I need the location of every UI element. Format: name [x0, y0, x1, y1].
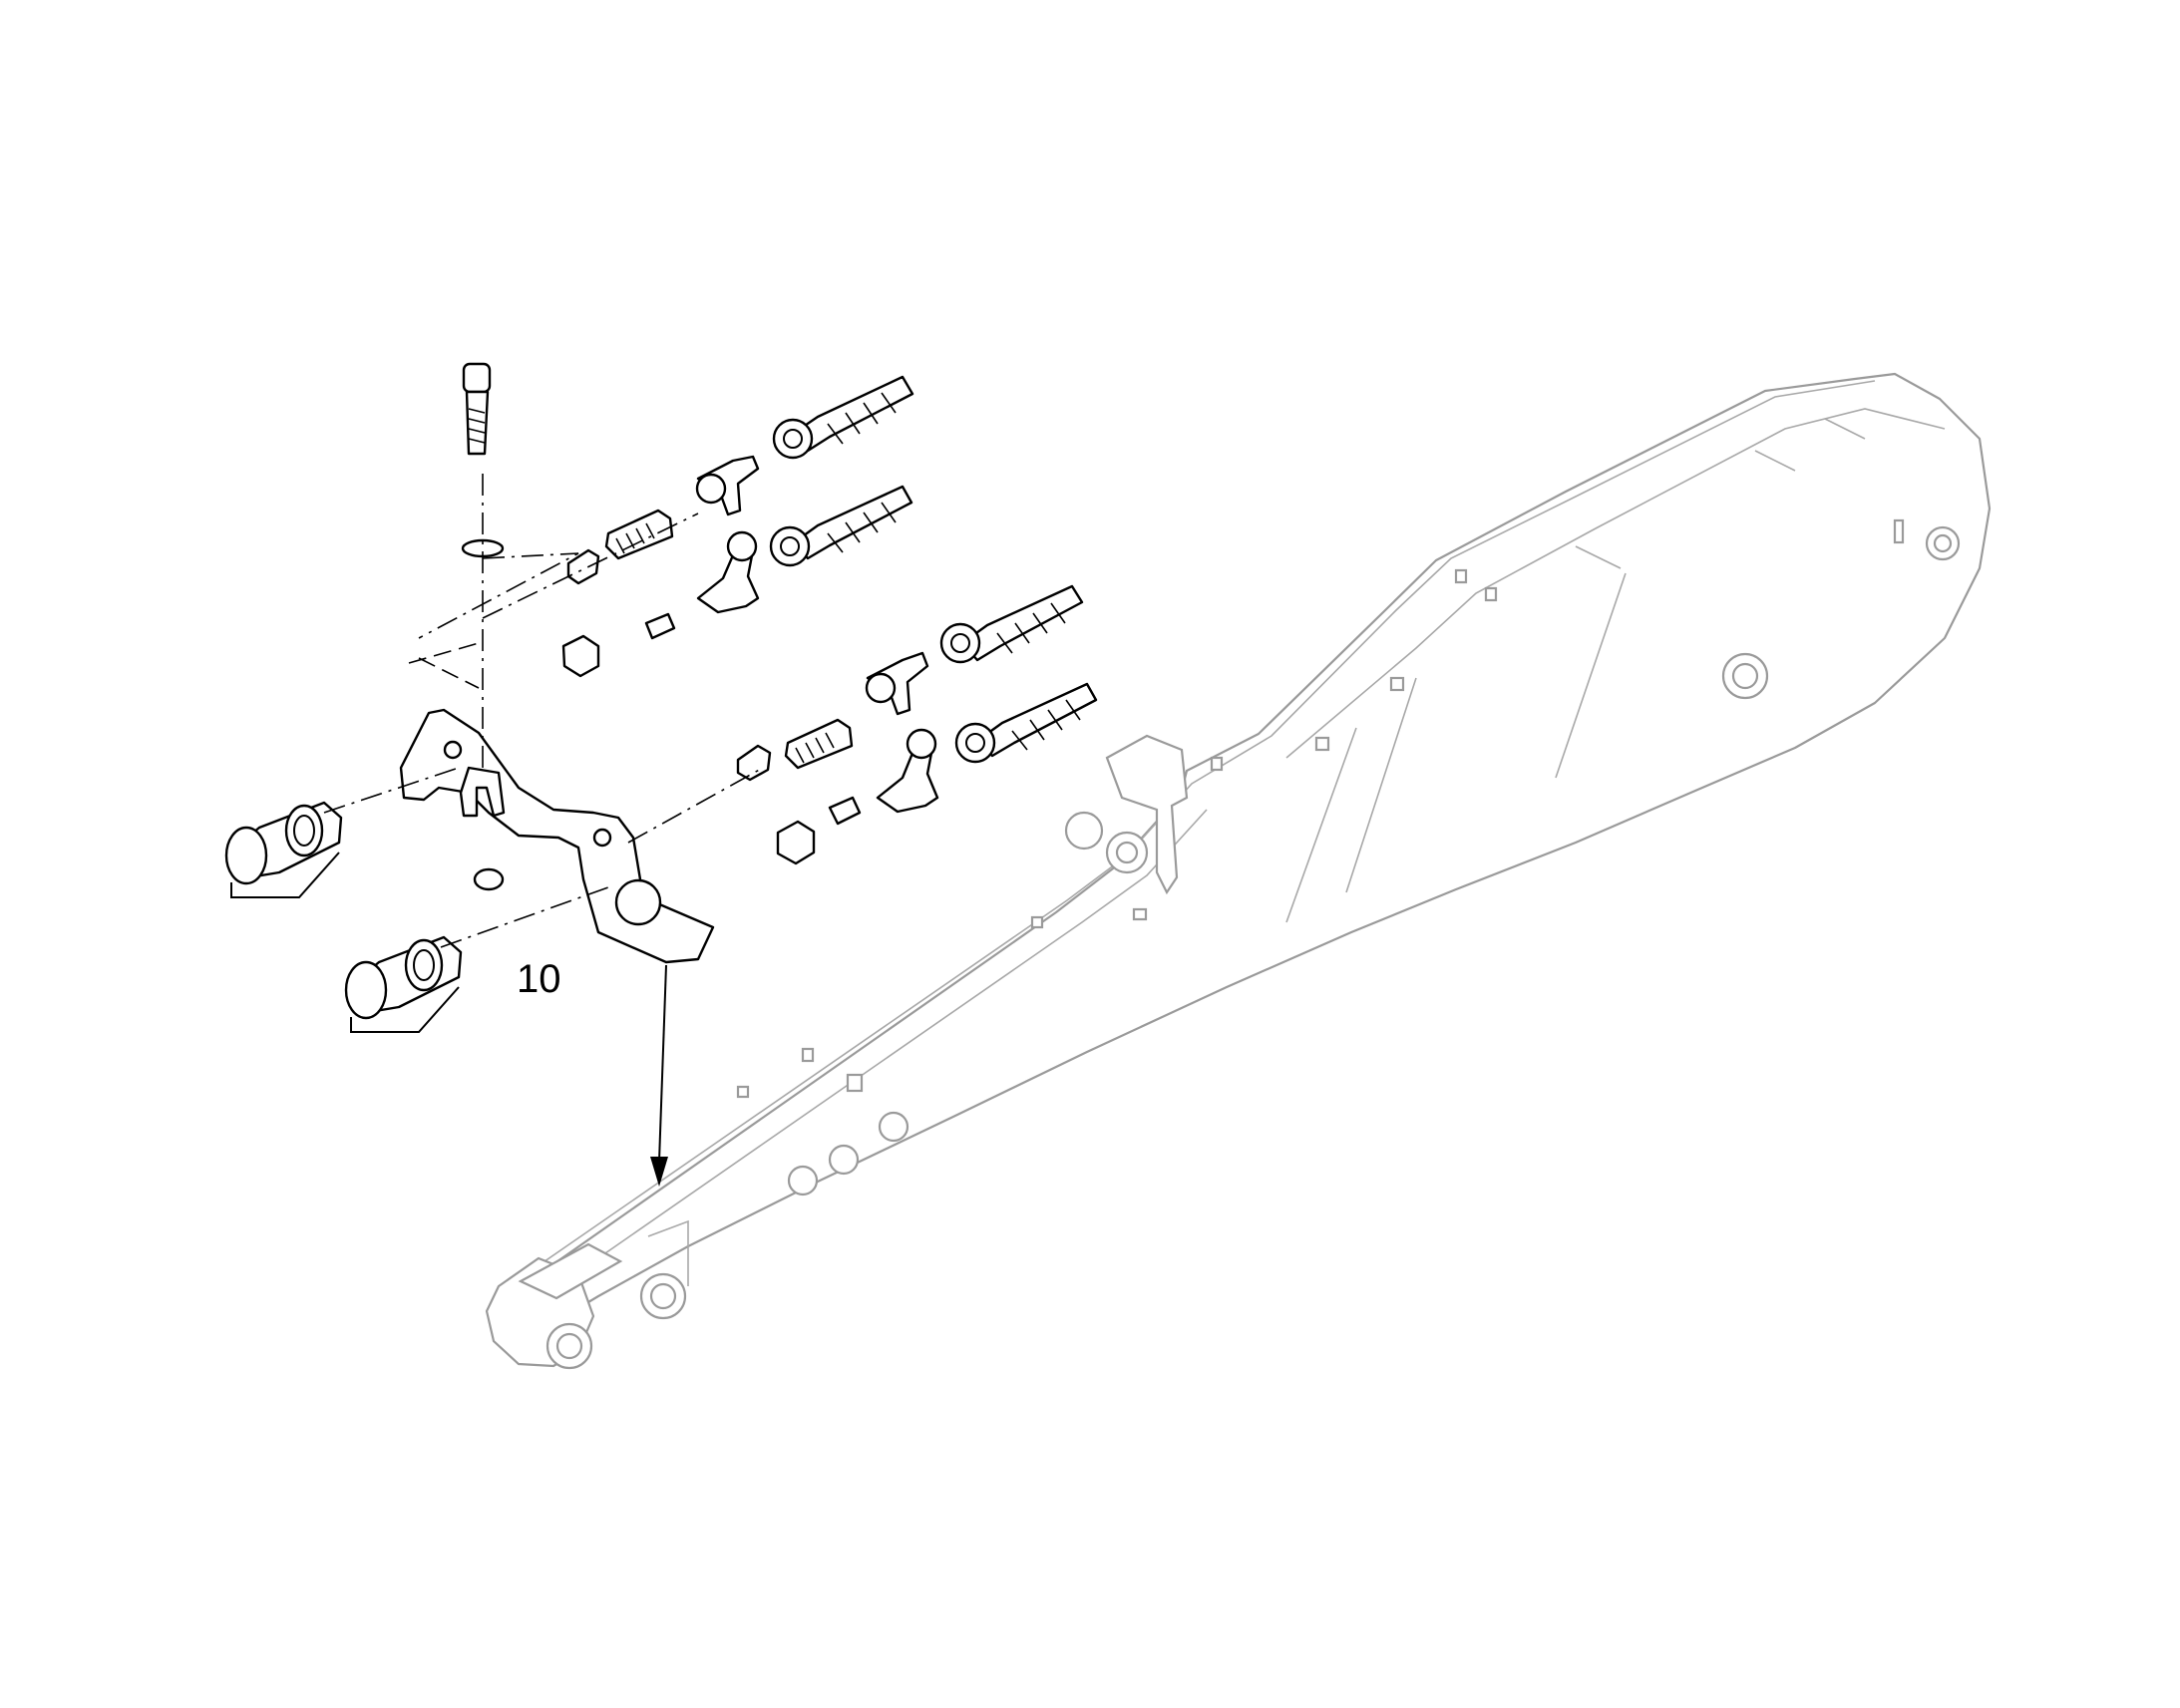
nut-1	[561, 634, 600, 678]
nipple-1	[566, 509, 674, 585]
tee-fitting-3	[865, 651, 929, 716]
assembly-lines	[323, 474, 764, 1187]
hose-assembly-2	[769, 485, 913, 567]
hose-assembly-1	[772, 375, 914, 460]
mounting-bracket	[224, 708, 715, 1033]
tee-fitting-1	[695, 455, 760, 516]
hose-assembly-3	[939, 584, 1084, 664]
quick-coupler-2	[344, 935, 463, 1033]
cap-screw	[462, 362, 492, 456]
boom-arm	[485, 372, 1992, 1370]
hose-assembly-4	[954, 682, 1098, 764]
plug-1	[644, 612, 676, 640]
tee-fitting-2	[696, 530, 760, 614]
hose-fittings-group	[461, 362, 1098, 865]
bracket-nut	[473, 867, 505, 891]
tee-fitting-4	[876, 728, 939, 814]
quick-coupler-1	[224, 801, 343, 898]
callout-bracket-assembly: 10	[517, 957, 561, 1001]
nut-2	[776, 820, 816, 865]
plug-2	[828, 796, 862, 826]
nipple-2	[736, 718, 854, 782]
